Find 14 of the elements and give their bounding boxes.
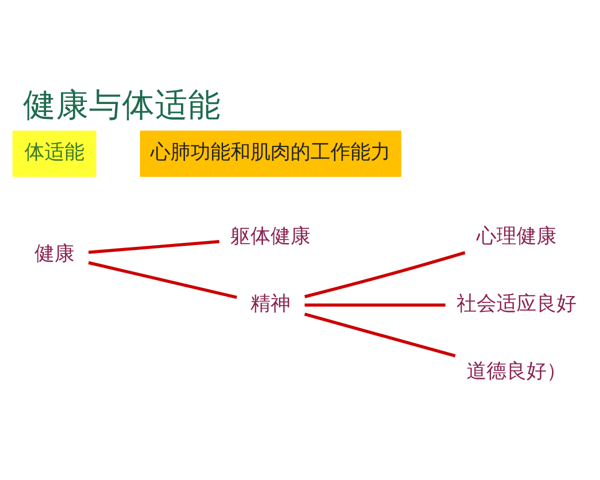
node-text: 心理健康 (476, 223, 556, 248)
connector (304, 251, 466, 298)
connector (304, 312, 456, 358)
node-text: 躯体健康 (230, 223, 311, 248)
node-box: 体适能 (12, 130, 96, 177)
node-text: 健康 (34, 240, 74, 265)
node-box: 心肺功能和肌肉的工作能力 (140, 130, 402, 177)
connector (88, 261, 238, 299)
diagram-title: 健康与体适能 (22, 86, 221, 124)
connector (88, 240, 220, 254)
node-text: 社会适应良好 (456, 290, 576, 315)
node-text: 道德良好） (466, 358, 566, 382)
node-text: 精神 (250, 290, 291, 315)
connector (304, 303, 446, 307)
